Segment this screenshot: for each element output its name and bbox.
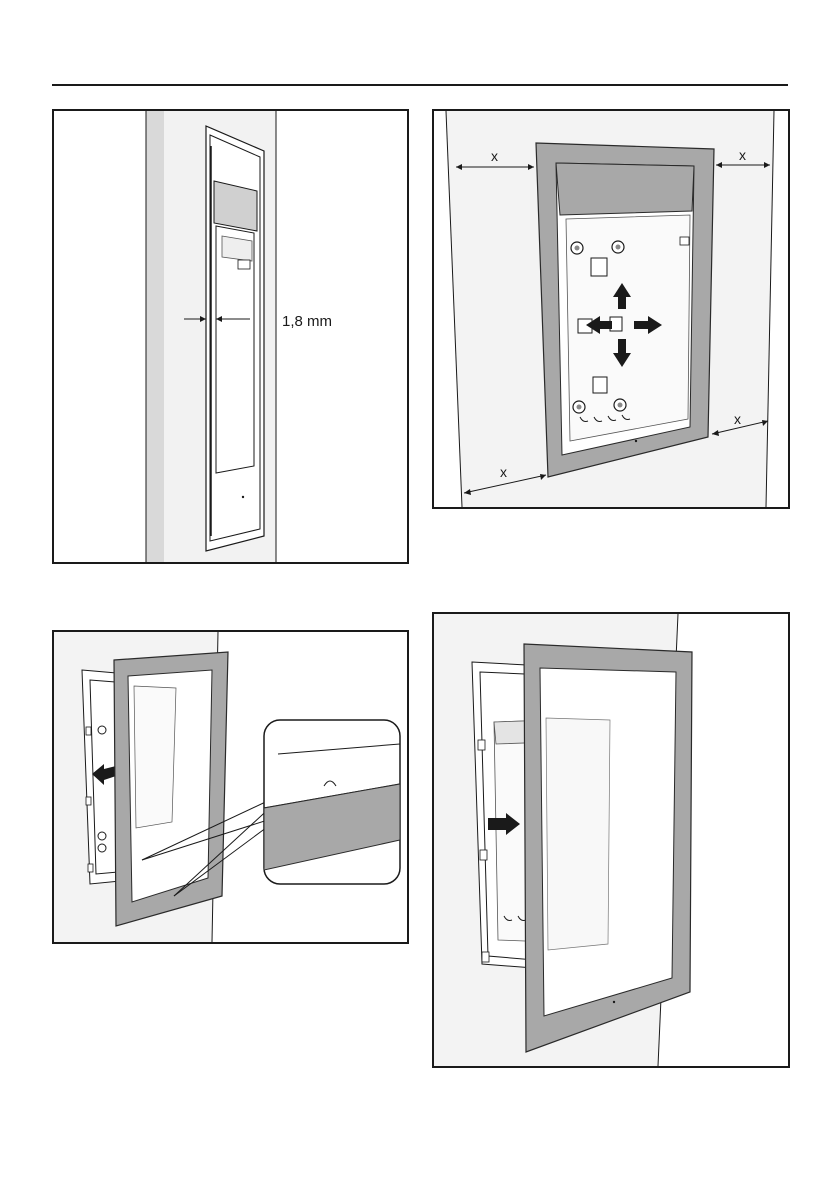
figure-1-illustration: 1,8 mm	[54, 111, 407, 562]
magnified-detail-inset	[264, 720, 400, 884]
figure-3-illustration	[54, 632, 407, 942]
gap-label-top-right: x	[739, 147, 746, 163]
dimension-label: 1,8 mm	[282, 313, 332, 330]
figure-2-panel: x x x x	[432, 109, 790, 509]
gap-label-bottom-right: x	[734, 411, 741, 427]
figure-4-panel	[432, 612, 790, 1068]
figure-2-illustration: x x x x	[434, 111, 788, 507]
gap-label-bottom-left: x	[500, 464, 507, 480]
figure-1-panel: 1,8 mm	[52, 109, 409, 564]
figure-4-illustration	[434, 614, 788, 1066]
figure-3-panel	[52, 630, 409, 944]
gap-label-top-left: x	[491, 148, 498, 164]
header-rule	[52, 84, 788, 86]
